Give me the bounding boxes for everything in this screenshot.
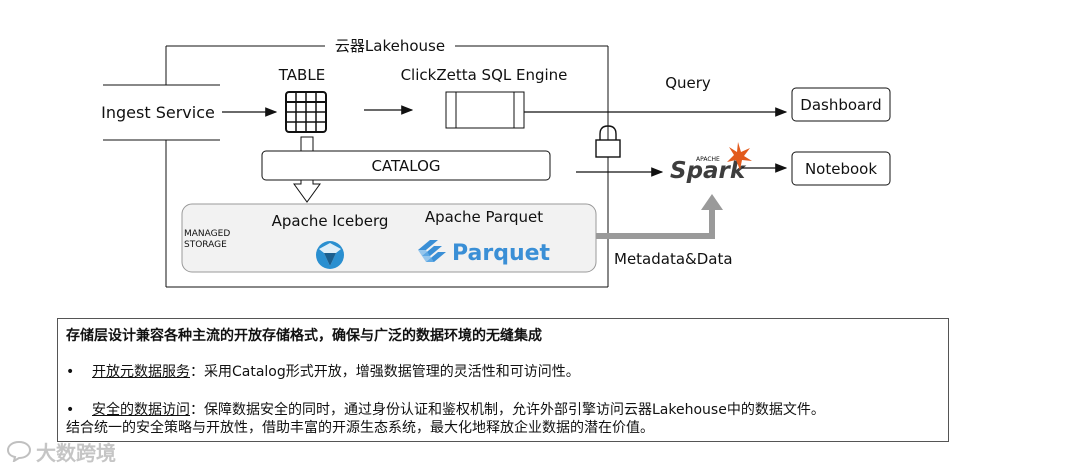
notebook-box <box>791 151 891 186</box>
spark-star-icon <box>727 142 752 170</box>
bullet-text-secure-access: ：保障数据安全的同时，通过身份认证和鉴权机制，允许外部引擎访问云器Lakehou… <box>190 402 825 418</box>
lakehouse-frame <box>165 45 609 288</box>
metadata-data-arrow <box>596 208 715 239</box>
watermark-text: 大数跨境 <box>36 440 116 465</box>
spark-apache-text: APACHE <box>696 156 720 163</box>
dashboard-box <box>791 87 891 122</box>
parquet-logo-text: Parquet <box>452 241 551 266</box>
bullet-open-metadata: • 开放元数据服务：采用Catalog形式开放，增强数据管理的灵活性和可访问性。 <box>66 363 580 381</box>
closing-text: 结合统一的安全策略与开放性，借助丰富的开源生态系统，最大化地释放企业数据的潜在价… <box>66 420 654 436</box>
bullet-dot: • <box>66 402 75 418</box>
query-label: Query <box>665 74 711 92</box>
bullet-secure-access: • 安全的数据访问：保障数据安全的同时，通过身份认证和鉴权机制，允许外部引擎访问云… <box>66 401 825 419</box>
sql-engine-label: ClickZetta SQL Engine <box>401 66 568 84</box>
table-label: TABLE <box>278 66 325 84</box>
parquet-logo-icon <box>418 240 446 262</box>
bullet-term-open-metadata: 开放元数据服务 <box>92 364 190 380</box>
spark-logo-text: Spark <box>670 158 747 184</box>
managed-storage-label-line2: STORAGE <box>184 240 227 250</box>
bullet-dot: • <box>66 364 75 380</box>
chat-bubble-icon <box>6 440 32 462</box>
catalog-box <box>261 150 551 181</box>
iceberg-logo-icon <box>316 241 344 269</box>
notebook-label: Notebook <box>805 160 877 178</box>
watermark: 大数跨境 <box>6 436 116 466</box>
info-box: 存储层设计兼容各种主流的开放存储格式，确保与广泛的数据环境的无缝集成 • 开放元数… <box>57 318 949 442</box>
bullet-text-open-metadata: ：采用Catalog形式开放，增强数据管理的灵活性和可访问性。 <box>190 364 580 380</box>
metadata-data-arrowhead <box>701 194 723 210</box>
table-icon <box>285 91 327 133</box>
parquet-label: Apache Parquet <box>425 208 543 226</box>
ingest-service-label: Ingest Service <box>101 103 215 122</box>
info-title: 存储层设计兼容各种主流的开放存储格式，确保与广泛的数据环境的无缝集成 <box>66 328 542 344</box>
lakehouse-title: 云器Lakehouse <box>335 37 445 55</box>
iceberg-label: Apache Iceberg <box>272 212 389 230</box>
sql-engine-icon <box>445 91 525 129</box>
metadata-data-label: Metadata&Data <box>614 250 733 268</box>
bullet-term-secure-access: 安全的数据访问 <box>92 402 190 418</box>
dashboard-label: Dashboard <box>800 96 881 114</box>
catalog-label: CATALOG <box>371 157 440 175</box>
lock-icon <box>595 125 621 158</box>
lakehouse-architecture-diagram: 云器Lakehouse Ingest Service TABLE ClickZe… <box>101 37 891 288</box>
managed-storage-label-line1: MANAGED <box>184 229 230 239</box>
